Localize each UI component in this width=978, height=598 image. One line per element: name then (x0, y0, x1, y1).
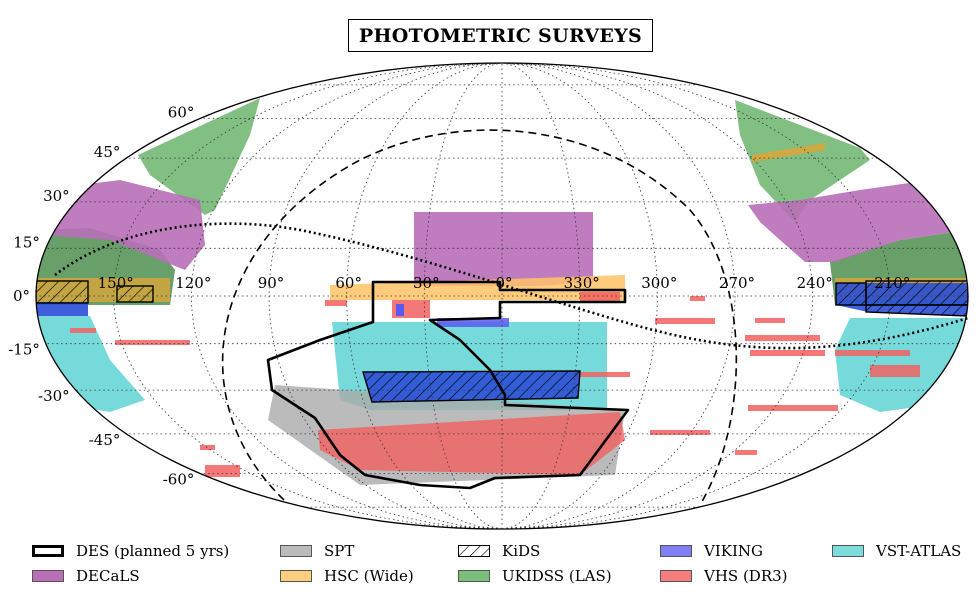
ra-tick-label: 300° (641, 274, 677, 292)
grid-meridian (113, 62, 503, 530)
legend-label-spt: SPT (324, 542, 355, 560)
legend-label-hsc: HSC (Wide) (324, 567, 414, 585)
dec-tick-label: -45° (89, 431, 121, 449)
ra-tick-label: 0° (495, 274, 512, 292)
projection-boundary (35, 62, 969, 530)
decals-footprint-right (748, 180, 968, 262)
legend-swatch-decals (32, 570, 64, 582)
dec-tick-label: -60° (163, 471, 195, 489)
legend-swatch-hsc (280, 570, 312, 582)
dec-tick-label: -15° (8, 341, 40, 359)
legend-item-viking: VIKING (660, 542, 763, 560)
chart-title: PHOTOMETRIC SURVEYS (348, 19, 653, 52)
ra-tick-label: 330° (564, 274, 600, 292)
viking-patch (396, 304, 404, 316)
ra-tick-label: 150° (98, 274, 134, 292)
dec-tick-label: 15° (13, 233, 40, 251)
legend-label-ukidss: UKIDSS (LAS) (502, 567, 612, 585)
dec-tick-label: 60° (168, 103, 195, 121)
coordinate-grid (36, 62, 968, 530)
dec-tick-labels: 60° 45° 30° 15° 0° -15° -30° -45° -60° (8, 103, 194, 488)
viking-footprint-left (36, 302, 88, 316)
legend-item-vst-atlas: VST-ATLAS (832, 542, 961, 560)
legend-swatch-ukidss (458, 570, 490, 582)
legend-label-viking: VIKING (704, 542, 763, 560)
legend-item-kids: KiDS (458, 542, 540, 560)
legend-item-hsc: HSC (Wide) (280, 567, 414, 585)
hsc-footprint-equatorial (330, 275, 625, 300)
ukidss-footprint-north-left (138, 98, 260, 215)
ra-tick-label: 90° (258, 274, 285, 292)
ra-tick-label: 210° (874, 274, 910, 292)
ukidss-footprint-north-right (735, 100, 870, 222)
grid-meridian (268, 62, 503, 530)
legend-item-ukidss: UKIDSS (LAS) (458, 567, 612, 585)
legend-swatch-kids (458, 545, 490, 557)
legend-item-decals: DECaLS (32, 567, 140, 585)
dec-tick-label: -30° (38, 387, 70, 405)
dec-tick-label: 45° (94, 143, 121, 161)
des-footprint-outline (266, 280, 630, 490)
legend-item-vhs: VHS (DR3) (660, 567, 788, 585)
legend-label-decals: DECaLS (76, 567, 140, 585)
legend-item-spt: SPT (280, 542, 354, 560)
dec-tick-label: 0° (13, 287, 30, 305)
viking-footprint-small (437, 318, 509, 327)
ra-tick-label: 60° (335, 274, 362, 292)
legend-swatch-vst-atlas (832, 545, 864, 557)
legend-item-des: DES (planned 5 yrs) (32, 542, 229, 560)
legend-swatch-vhs (660, 570, 692, 582)
grid-meridian (501, 62, 736, 530)
ra-tick-label: 120° (175, 274, 211, 292)
legend-label-vst-atlas: VST-ATLAS (876, 542, 962, 560)
legend-swatch-des (32, 545, 64, 557)
legend-swatch-viking (660, 545, 692, 557)
ra-tick-label: 30° (413, 274, 440, 292)
grid-meridian (501, 62, 891, 530)
decals-footprint-center (414, 212, 593, 286)
legend-label-kids: KiDS (502, 542, 541, 560)
legend-swatch-spt (280, 545, 312, 557)
ra-tick-label: 240° (797, 274, 833, 292)
kids-footprints (36, 280, 968, 403)
ra-tick-label: 270° (719, 274, 755, 292)
vhs-footprint-south (318, 412, 625, 475)
hsc-footprint-north (752, 143, 825, 162)
ra-tick-labels: 150° 120° 90° 60° 30° 0° 330° 300° 270° 240° 210° (98, 274, 911, 292)
legend-label-des: DES (planned 5 yrs) (76, 542, 230, 560)
decals-footprint-left (40, 180, 205, 270)
dec-tick-label: 30° (43, 187, 70, 205)
legend-label-vhs: VHS (DR3) (704, 567, 788, 585)
legend: DES (planned 5 yrs) DECaLS SPT HSC (Wide… (30, 540, 975, 592)
